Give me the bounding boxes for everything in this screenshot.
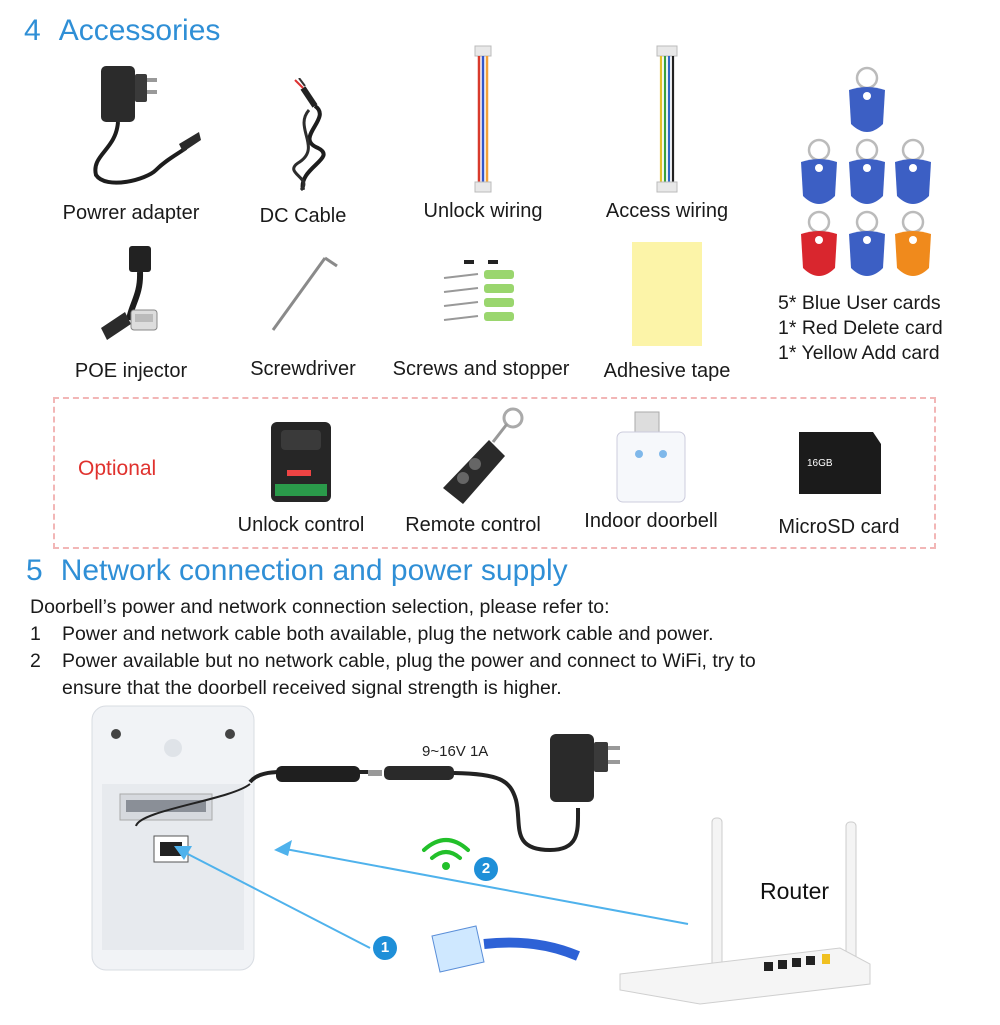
- connection-diagram: 9~16V 1A: [91, 705, 871, 1005]
- section-title: Accessories: [58, 14, 221, 47]
- card-line-red: 1* Red Delete card: [778, 317, 943, 339]
- accessory-label: Powrer adapter: [62, 202, 200, 224]
- accessory-label: POE injector: [74, 360, 188, 382]
- network-cable-icon: [431, 925, 580, 973]
- card-list: 5* Blue User cards 1* Red Delete card 1*…: [778, 291, 943, 366]
- microsd-capacity: 16GB: [807, 458, 833, 469]
- power-spec: 9~16V 1A: [422, 743, 488, 760]
- dc-cable-icon: [292, 78, 326, 192]
- accessory-label: DC Cable: [259, 205, 347, 227]
- accessory-label: Access wiring: [605, 200, 729, 222]
- option-2-continuation: ensure that the doorbell received signal…: [62, 677, 562, 699]
- router-icon: [619, 817, 871, 1005]
- unlock-wiring-icon: [474, 45, 492, 193]
- microsd-card-icon: 16GB: [799, 432, 881, 494]
- optional-remote-control: Remote control: [378, 406, 568, 537]
- adhesive-tape-icon: [632, 242, 702, 346]
- unlock-control-icon: [271, 422, 331, 502]
- accessory-unlock-wiring: Unlock wiring: [388, 44, 578, 223]
- indoor-doorbell-icon: [616, 411, 686, 503]
- screws-icon: [443, 260, 514, 321]
- accessory-adhesive-tape: Adhesive tape: [572, 240, 762, 383]
- accessory-poe-injector: POE injector: [36, 240, 226, 383]
- accessory-label: Screws and stopper: [392, 358, 570, 380]
- accessory-label: Screwdriver: [250, 358, 356, 380]
- step-1-badge: 1: [373, 936, 397, 960]
- accessory-power-adapter: Powrer adapter: [36, 60, 226, 225]
- section-5-heading: 5 Network connection and power supply: [26, 554, 568, 588]
- optional-label: Optional: [78, 457, 157, 480]
- section-5-intro: Doorbell’s power and network connection …: [30, 596, 610, 618]
- power-adapter-icon: [550, 734, 620, 802]
- optional-microsd-card: 16GB MicroSD card: [744, 424, 934, 539]
- card-line-yellow: 1* Yellow Add card: [778, 342, 940, 364]
- section-4-heading: 4 Accessories: [24, 14, 220, 48]
- doorbell-icon: [91, 705, 255, 971]
- rfid-cards-icon: [799, 66, 933, 278]
- optional-item-label: Indoor doorbell: [584, 510, 718, 532]
- section-title: Network connection and power supply: [60, 554, 568, 587]
- section-number: 4: [24, 14, 41, 47]
- optional-unlock-control: Unlock control: [206, 414, 396, 537]
- accessory-label: Adhesive tape: [603, 360, 731, 382]
- section-number: 5: [26, 554, 43, 587]
- option-1: 1 Power and network cable both available,…: [30, 623, 714, 646]
- accessory-dc-cable: DC Cable: [208, 78, 398, 228]
- router-label: Router: [760, 878, 830, 904]
- option-text: Power and network cable both available, …: [62, 623, 714, 645]
- option-number: 1: [30, 623, 41, 645]
- remote-control-icon: [443, 407, 524, 504]
- accessory-screws-stopper: Screws and stopper: [386, 254, 576, 381]
- accessory-screwdriver: Screwdriver: [208, 252, 398, 381]
- optional-item-label: Remote control: [405, 514, 541, 536]
- optional-box: [53, 397, 936, 549]
- option-number: 2: [30, 650, 41, 672]
- access-wiring-icon: [656, 45, 678, 193]
- optional-item-label: MicroSD card: [778, 516, 900, 538]
- poe-injector-icon: [101, 246, 158, 340]
- accessory-label: Unlock wiring: [423, 200, 543, 222]
- screwdriver-icon: [271, 256, 338, 331]
- optional-indoor-doorbell: Indoor doorbell: [556, 410, 746, 533]
- option-text: Power available but no network cable, pl…: [62, 650, 756, 672]
- card-line-blue: 5* Blue User cards: [778, 292, 941, 314]
- option-2: 2 Power available but no network cable, p…: [30, 650, 756, 673]
- accessory-access-wiring: Access wiring: [572, 44, 762, 223]
- step-2-badge: 2: [474, 857, 498, 881]
- power-adapter-icon: [93, 66, 201, 185]
- optional-item-label: Unlock control: [237, 514, 365, 536]
- wifi-icon: [422, 838, 470, 860]
